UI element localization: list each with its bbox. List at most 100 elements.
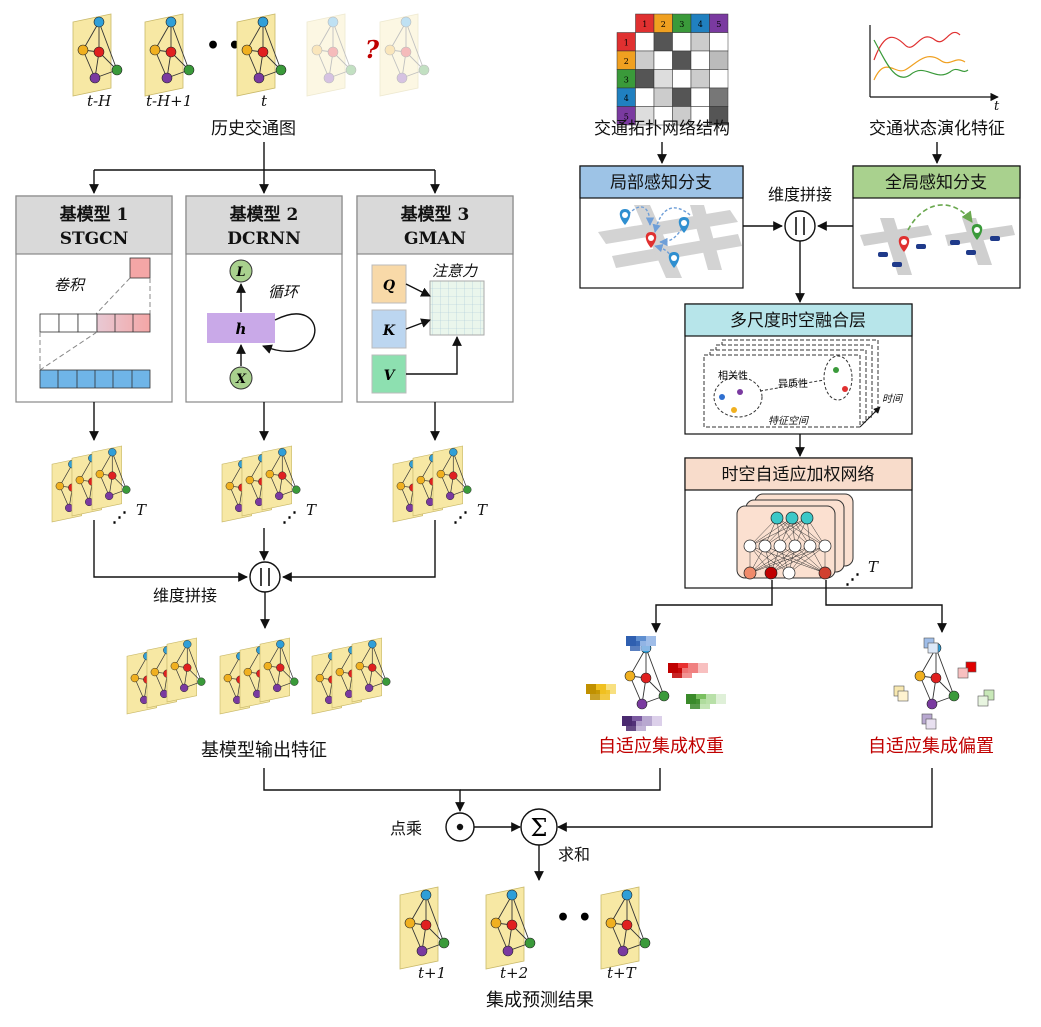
graph-edge (229, 464, 243, 487)
matrix-cell (672, 69, 692, 89)
graph-node (165, 16, 177, 28)
graph-edge (332, 21, 352, 71)
graph-node (449, 448, 458, 457)
stack-label-3: T (477, 501, 488, 519)
matrix-col-header (709, 13, 729, 33)
graph-edge (425, 894, 445, 944)
graph-edge (610, 894, 628, 924)
dot-product-label: 点乘 (390, 819, 422, 838)
global-branch-header (852, 165, 1021, 199)
history-caption: 历史交通图 (211, 119, 296, 139)
adaptive-net-title: 时空自适应加权网络 (722, 465, 875, 485)
graph-node (400, 16, 412, 28)
graph-node (183, 64, 195, 76)
matrix-cell (653, 69, 673, 89)
graph-card-background (351, 637, 382, 703)
prediction-results: • • • t+1 t+2 t+T 集成预测结果 (399, 886, 651, 1011)
conv-output-cell (129, 257, 151, 279)
key-label: K (382, 323, 396, 339)
matrix-cell (690, 32, 710, 52)
matrix-cell (635, 32, 655, 52)
graph-node (75, 475, 84, 485)
graph-node (130, 673, 139, 683)
matrix-cell (635, 87, 655, 107)
matrix-cell (709, 87, 729, 107)
adaptive-bias-illustration: 自适应集成偏置 (868, 637, 995, 757)
matrix-cell (672, 87, 692, 107)
nn-output-node (770, 511, 784, 525)
graph-edge (371, 644, 387, 682)
graph-edge (186, 644, 202, 682)
nn-edge (749, 545, 811, 574)
graph-edge (98, 21, 118, 71)
matrix-cell (635, 69, 655, 89)
graph-node (621, 889, 633, 901)
adaptive-weighting-network: 时空自适应加权网络 T ⋰ (684, 457, 913, 589)
nn-edge (776, 517, 811, 547)
graph-card-background (261, 445, 292, 511)
nn-edge (770, 545, 811, 574)
matrix-row-header-label: 3 (624, 76, 629, 85)
model-1-output-stack: T ⋰ (51, 445, 147, 526)
graph-node (223, 673, 232, 683)
right-concat: 维度拼接 (743, 185, 853, 303)
adaptive-net-header (684, 457, 913, 491)
graph-card-background (432, 445, 463, 511)
graph-edge (319, 656, 333, 679)
graph-node (108, 471, 117, 480)
prediction-card-T (600, 886, 651, 970)
nn-input-node (743, 566, 757, 580)
sum-symbol: Σ (531, 814, 548, 842)
matrix-cell (653, 32, 673, 52)
graph-edge (400, 464, 414, 487)
matrix-row-header-label: 5 (624, 113, 629, 122)
adaptive-net-dots: ⋰ (845, 570, 860, 588)
graph-node (490, 917, 502, 929)
matrix-col-header-label: 1 (642, 20, 647, 29)
stack-dots-2: ⋰ (282, 508, 297, 526)
question-mark: ? (365, 35, 380, 64)
graph-edge (134, 656, 148, 679)
nn-input-node (764, 566, 778, 580)
key-block (371, 309, 407, 349)
state-curve-green (873, 39, 969, 78)
state-curve-red (873, 32, 961, 61)
hidden-state-label: h (236, 320, 247, 338)
graph-edge (281, 452, 297, 490)
hidden-state-h (207, 313, 275, 343)
graph-node (416, 945, 428, 957)
model-2-output-stack: T ⋰ (221, 445, 317, 526)
graph-node (396, 72, 408, 84)
graph-node (396, 481, 405, 491)
nn-edge (749, 545, 781, 574)
graph-edge (629, 647, 647, 677)
matrix-cell (709, 69, 729, 89)
graph-node (292, 485, 301, 494)
graph-node (640, 672, 652, 684)
conv-label: 卷积 (54, 276, 86, 294)
graph-node (446, 491, 455, 501)
graph-node (368, 663, 377, 672)
graph-node (506, 919, 518, 931)
node-L (229, 259, 253, 283)
graph-node (617, 945, 629, 957)
nn-hidden-node (818, 539, 832, 553)
location-pin-icon (619, 209, 631, 225)
graph-node (355, 661, 364, 671)
graph-edge (328, 51, 334, 79)
graph-node (93, 16, 105, 28)
graph-edge (935, 647, 955, 697)
location-pin-icon (645, 232, 657, 248)
graph-card-background (144, 13, 184, 97)
base-model-3-subtitle: GMAN (404, 229, 466, 249)
location-pin-icon (678, 217, 690, 233)
nn-edge (749, 545, 796, 574)
graph-node (273, 683, 282, 693)
graph-node (197, 677, 206, 686)
bias-caption: 自适应集成偏置 (868, 736, 994, 757)
graph-edge (409, 894, 427, 924)
graph-node (225, 481, 234, 491)
prediction-card-2 (485, 886, 536, 970)
graph-edge (401, 51, 407, 79)
prediction-label-2: t+2 (500, 964, 528, 982)
